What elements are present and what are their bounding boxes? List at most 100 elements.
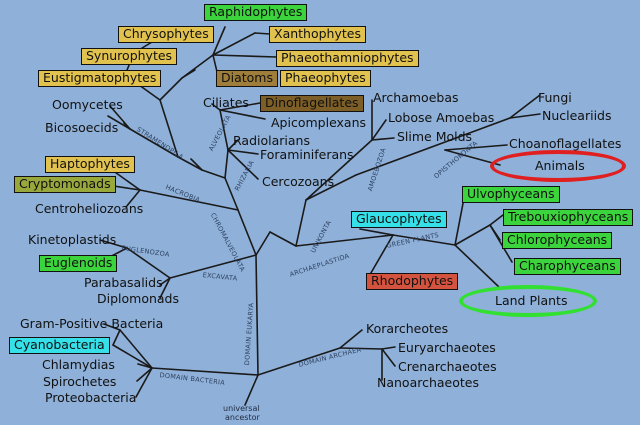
tree-branch [454, 224, 491, 246]
taxon-box-euglenoids: Euglenoids [39, 255, 118, 272]
tree-branch [509, 113, 541, 119]
tree-branch [169, 254, 257, 279]
tree-branch [201, 169, 226, 179]
taxon-box-diatoms: Diatoms [216, 70, 278, 87]
tree-branch [392, 234, 456, 246]
taxon-box-trebouxiophyceans: Trebouxiophyceans [503, 209, 634, 226]
tree-branch [509, 94, 541, 119]
tree-branch [227, 139, 239, 151]
taxon-choanoflagellates: Choanoflagellates [509, 136, 622, 151]
tree-branch [305, 139, 373, 201]
tree-branch [212, 32, 256, 56]
tree-branch [227, 149, 259, 155]
taxon-kinetoplastids: Kinetoplastids [28, 232, 117, 247]
tree-branch [177, 156, 203, 171]
taxon-oomycetes: Oomycetes [52, 97, 123, 112]
tree-branch [107, 115, 131, 130]
taxon-korarcheotes: Korarcheotes [366, 321, 449, 336]
tree-branch [454, 244, 501, 289]
tree-branch [244, 374, 259, 406]
tree-branch [224, 177, 239, 211]
taxon-bicosoecids: Bicosoecids [45, 120, 119, 135]
taxon-apicomplexans: Apicomplexans [271, 115, 367, 130]
taxon-nanoarchaeotes: Nanoarchaeotes [377, 375, 480, 390]
taxon-box-chlorophyceans: Chlorophyceans [502, 232, 613, 249]
universal-ancestor-label-line1: universal [223, 404, 260, 413]
tree-branch [381, 348, 396, 367]
taxon-box-rhodophytes: Rhodophytes [366, 273, 459, 290]
tree-branch [112, 344, 153, 369]
tree-branch [119, 329, 153, 369]
taxon-radiolarians: Radiolarians [233, 133, 310, 148]
taxon-box-cryptomonads: Cryptomonads [14, 176, 116, 193]
tree-branch [489, 214, 504, 226]
tree-branch [129, 128, 179, 158]
tree-branch [139, 189, 239, 211]
tree-branch [99, 239, 128, 249]
tree-branch [224, 149, 229, 179]
tree-branch [254, 32, 271, 35]
taxon-box-synurophytes: Synurophytes [81, 48, 178, 65]
tree-branch [159, 99, 179, 158]
taxon-centroheliozoans: Centroheliozoans [35, 201, 144, 216]
tree-branch [211, 103, 221, 111]
tree-branch [381, 346, 396, 350]
tree-branch [126, 247, 171, 279]
tree-branch [212, 54, 278, 58]
taxon-box-dinoflagellates: Dinoflagellates [260, 95, 364, 112]
tree-branch [355, 117, 511, 176]
taxon-chlamydias: Chlamydias [42, 357, 115, 372]
taxon-gram-positive-bacteria: Gram-Positive Bacteria [20, 316, 164, 331]
taxon-box-phaeophytes: Phaeophytes [280, 70, 371, 87]
taxon-nucleariids: Nucleariids [542, 108, 612, 123]
tree-branch [159, 77, 183, 101]
animals-highlight-ellipse [490, 150, 626, 182]
taxon-box-haptophytes: Haptophytes [45, 156, 135, 173]
tree-branch [269, 231, 297, 247]
taxon-box-eustigmatophytes: Eustigmatophytes [38, 70, 162, 87]
tree-branch [257, 347, 341, 376]
tree-branch [237, 209, 257, 256]
taxon-foraminiferans: Foraminiferans [260, 147, 354, 162]
tree-branch [137, 363, 153, 369]
land-plants-highlight-ellipse [459, 285, 597, 317]
tree-branch [125, 189, 141, 208]
taxon-box-cyanobacteria: Cyanobacteria [9, 337, 110, 354]
taxon-diplomonads: Diplomonads [97, 291, 180, 306]
taxon-slime-molds: Slime Molds [397, 129, 473, 144]
tree-branch [151, 367, 259, 376]
tree-branch [181, 69, 196, 79]
taxon-box-charophyceans: Charophyceans [514, 258, 621, 275]
taxon-box-raphidophytes: Raphidophytes [204, 4, 308, 21]
tree-branch [219, 109, 229, 151]
tree-branch [135, 367, 153, 398]
tree-branch [112, 329, 121, 346]
taxon-spirochetes: Spirochetes [43, 374, 117, 389]
taxon-box-xanthophytes: Xanthophytes [269, 26, 366, 43]
taxon-proteobacteria: Proteobacteria [45, 390, 137, 405]
tree-branch [136, 367, 153, 382]
taxon-ciliates: Ciliates [203, 95, 249, 110]
taxon-crenarchaeotes: Crenarchaeotes [398, 359, 497, 374]
taxon-box-phaeothamniophytes: Phaeothamniophytes [276, 50, 419, 67]
taxon-cercozoans: Cercozoans [262, 174, 335, 189]
tree-branch [444, 144, 508, 151]
tree-branch [103, 323, 121, 331]
tree-branch [371, 137, 395, 141]
taxon-parabasalids: Parabasalids [84, 275, 163, 290]
tree-branch [255, 231, 271, 256]
taxon-fungi: Fungi [538, 90, 572, 105]
tree-branch [367, 234, 394, 279]
taxon-box-chrysophytes: Chrysophytes [118, 26, 214, 43]
tree-branch [339, 329, 363, 349]
tree-branch [212, 26, 226, 56]
taxon-box-ulvophyceans: Ulvophyceans [462, 186, 560, 203]
tree-branch [305, 174, 357, 201]
tree-branch [295, 234, 394, 247]
tree-branch [219, 102, 261, 111]
taxon-archamoebas: Archamoebas [373, 90, 459, 105]
taxon-land-plants: Land Plants [495, 293, 568, 308]
tree-branch [159, 277, 171, 299]
tree-branch [159, 277, 171, 286]
